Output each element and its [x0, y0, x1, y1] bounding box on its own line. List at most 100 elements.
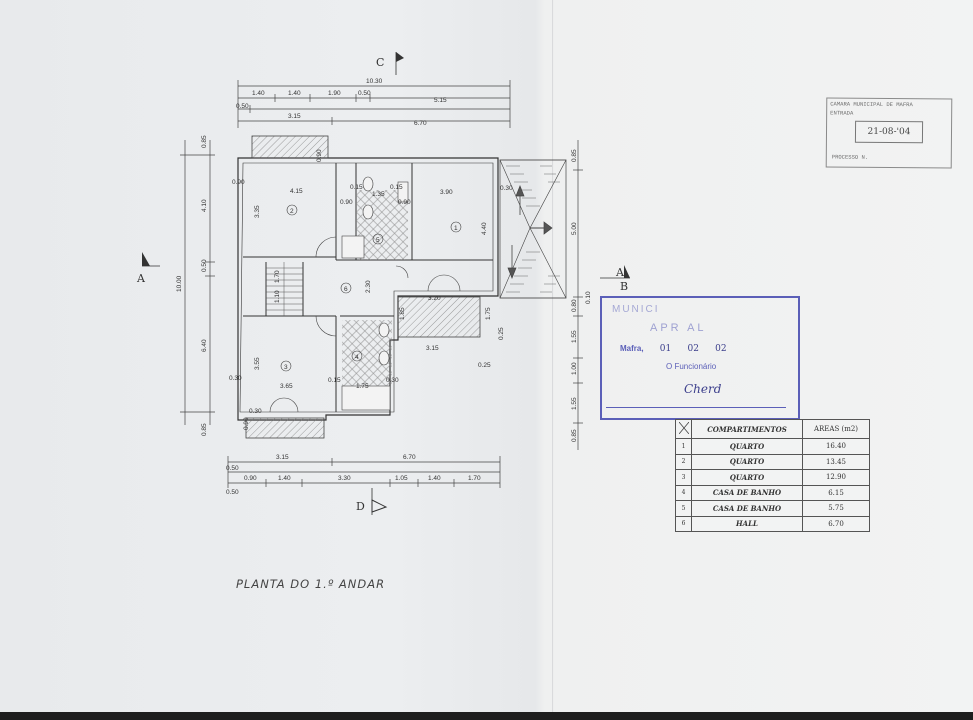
- dimension-label: 1.55: [571, 397, 578, 410]
- balcony-top: [251, 135, 329, 159]
- approval-date-label: Mafra,: [620, 344, 644, 353]
- dimension-label: 1.40: [428, 475, 441, 482]
- right-dimension-lines: [573, 140, 583, 450]
- approval-stamp: MUNICI APR AL Mafra, 01 02 02 O Funcioná…: [600, 296, 800, 420]
- dimension-label: 0.85: [571, 429, 578, 442]
- dimension-label: 10.00: [176, 275, 183, 292]
- dimension-label: 1: [454, 225, 458, 232]
- dimension-label: 0.10: [585, 291, 592, 304]
- dimension-label: 0.85: [571, 149, 578, 162]
- row-number: 5: [675, 500, 692, 517]
- section-markers: C A A B D: [136, 52, 630, 515]
- dimension-label: 0.90: [398, 199, 411, 206]
- fixtures: [341, 176, 409, 411]
- dim-top: 0.50: [358, 90, 371, 97]
- row-number: 6: [675, 515, 692, 532]
- dimension-label: 1.05: [395, 475, 408, 482]
- dimension-label: 1.10: [274, 290, 281, 303]
- dimension-label: 6: [344, 286, 348, 293]
- dimension-label: 6.70: [403, 454, 416, 461]
- staircase: [266, 262, 303, 316]
- dimension-label: 0.15: [390, 184, 403, 191]
- dimension-label: 0.25: [478, 362, 491, 369]
- dim-top: 0.50: [236, 103, 249, 110]
- dimension-label: 1.40: [278, 475, 291, 482]
- dimension-label: 3.90: [440, 189, 453, 196]
- dimension-label: 0.90: [244, 475, 257, 482]
- dimension-label: 0.50: [226, 465, 239, 472]
- dimension-label: 0.90: [340, 199, 353, 206]
- interior-dimension-texts: 0.90 4.15 3.35 0.90 0.15 1.35 0.15 0.90 …: [229, 149, 513, 430]
- roof-element: [499, 159, 567, 299]
- right-dimension-texts: 0.85 5.00 0.10 0.80 1.55 1.00 1.55 0.85: [571, 149, 592, 442]
- room-area: 12.90: [802, 469, 870, 486]
- approval-status: APR AL: [650, 322, 707, 334]
- dimension-label: 3.20: [428, 295, 441, 302]
- header-compartments: COMPARTIMENTOS: [691, 419, 803, 439]
- drawing-title: PLANTA DO 1.º ANDAR: [236, 577, 386, 591]
- dimension-label: 1.75: [356, 383, 369, 390]
- dimension-label: 3.35: [254, 205, 261, 218]
- section-b-label: B: [620, 280, 628, 293]
- dim-top: 6.70: [414, 120, 427, 127]
- dimension-label: 0.80: [571, 299, 578, 312]
- dim-top: 1.90: [328, 90, 341, 97]
- approval-signature: Cherd: [684, 382, 722, 396]
- room-name: CASA DE BANHO: [691, 484, 803, 501]
- header-areas: AREAS (m2): [802, 419, 870, 439]
- dimension-label: 5: [376, 237, 380, 244]
- approval-officer: O Funcionário: [666, 362, 717, 371]
- room-numbers: 1 2 3 4 5 6: [284, 208, 458, 371]
- dimension-label: 1.70: [468, 475, 481, 482]
- municipal-entry-stamp: CAMARA MUNICIPAL DE MAFRA ENTRADA 21-08-…: [825, 97, 953, 169]
- dimension-label: 4.15: [290, 188, 303, 195]
- room-name: CASA DE BANHO: [691, 500, 803, 517]
- stamp-line-2: ENTRADA: [830, 109, 854, 117]
- section-d-label: D: [356, 500, 365, 513]
- dimension-label: 4.10: [201, 199, 208, 212]
- dimension-label: 1.70: [274, 270, 281, 283]
- dimension-label: 0.30: [249, 408, 262, 415]
- approval-date-day: 01: [659, 344, 672, 354]
- dimension-label: 3.15: [426, 345, 439, 352]
- dimension-label: 1.35: [372, 191, 385, 198]
- dimension-label: 0.85: [201, 423, 208, 436]
- dimension-label: 0.50: [226, 489, 239, 496]
- cross-mark-icon: [678, 421, 689, 435]
- dimension-label: 0.30: [229, 375, 242, 382]
- bottom-dimension-lines: [227, 456, 501, 488]
- dimension-label: 2.30: [365, 280, 372, 293]
- dimension-label: 0.25: [498, 327, 505, 340]
- dimension-label: 1.85: [399, 307, 406, 320]
- section-c-label: C: [376, 56, 384, 69]
- dimension-label: 1.00: [571, 362, 578, 375]
- dim-top: 3.15: [288, 113, 301, 120]
- dimension-label: 3.55: [254, 357, 261, 370]
- top-dimension-texts: 10.30 1.40 1.40 1.90 0.50 5.15 0.50 3.15…: [236, 78, 447, 127]
- room-name: QUARTO: [691, 453, 803, 470]
- dimension-label: 0.50: [201, 259, 208, 272]
- row-number: 2: [675, 453, 692, 470]
- approval-date-month: 02: [687, 344, 699, 354]
- dimension-label: 4.40: [481, 222, 488, 235]
- room-area: 5.75: [802, 500, 870, 517]
- room-area: 13.45: [802, 453, 870, 470]
- section-a-right-label: A: [615, 266, 625, 279]
- room-number-markers: [280, 204, 462, 372]
- dimension-label: 3.15: [276, 454, 289, 461]
- top-dimension-lines: [237, 80, 511, 128]
- bottom-dimension-texts: 3.15 6.70 0.50 0.90 1.40 3.30 1.05 1.40 …: [226, 454, 481, 496]
- dimension-label: 6.40: [201, 339, 208, 352]
- dimension-label: 3.65: [280, 383, 293, 390]
- dimension-label: 0.30: [386, 377, 399, 384]
- dimension-label: 0.90: [316, 149, 323, 162]
- paper-fold: [552, 0, 554, 712]
- dimension-label: 0.90: [232, 179, 245, 186]
- dimension-label: 1.75: [485, 307, 492, 320]
- dim-top: 1.40: [288, 90, 301, 97]
